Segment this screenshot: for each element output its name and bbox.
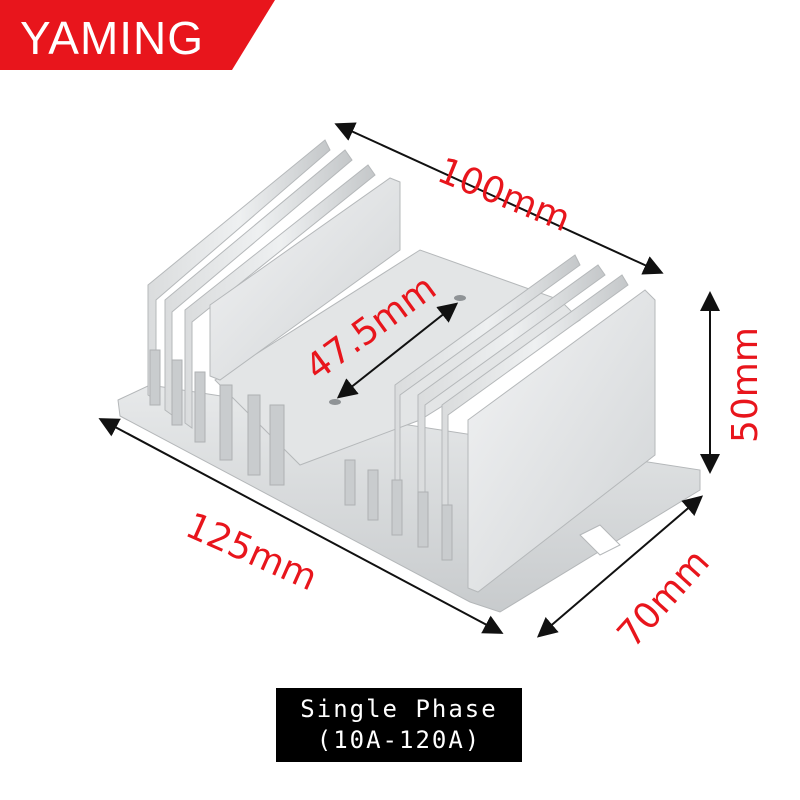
fin — [147, 139, 331, 401]
caption-line-2: (10A-120A) — [316, 726, 482, 754]
brand-banner-shape — [0, 0, 275, 70]
brand-logo: YAMING — [20, 12, 205, 64]
caption-line-1: Single Phase — [300, 695, 498, 723]
mount-hole — [329, 399, 341, 405]
brand-banner: YAMING — [0, 0, 800, 80]
dimension-label-height: 50mm — [725, 327, 766, 443]
phase-caption: Single Phase (10A-120A) — [276, 688, 522, 762]
mount-hole — [454, 295, 466, 301]
dimension-arrow-depth — [536, 495, 704, 638]
dimension-arrow-width — [334, 122, 664, 275]
dimension-arrow-length — [98, 418, 504, 634]
dimension-arrow-hole-spacing — [336, 302, 459, 399]
